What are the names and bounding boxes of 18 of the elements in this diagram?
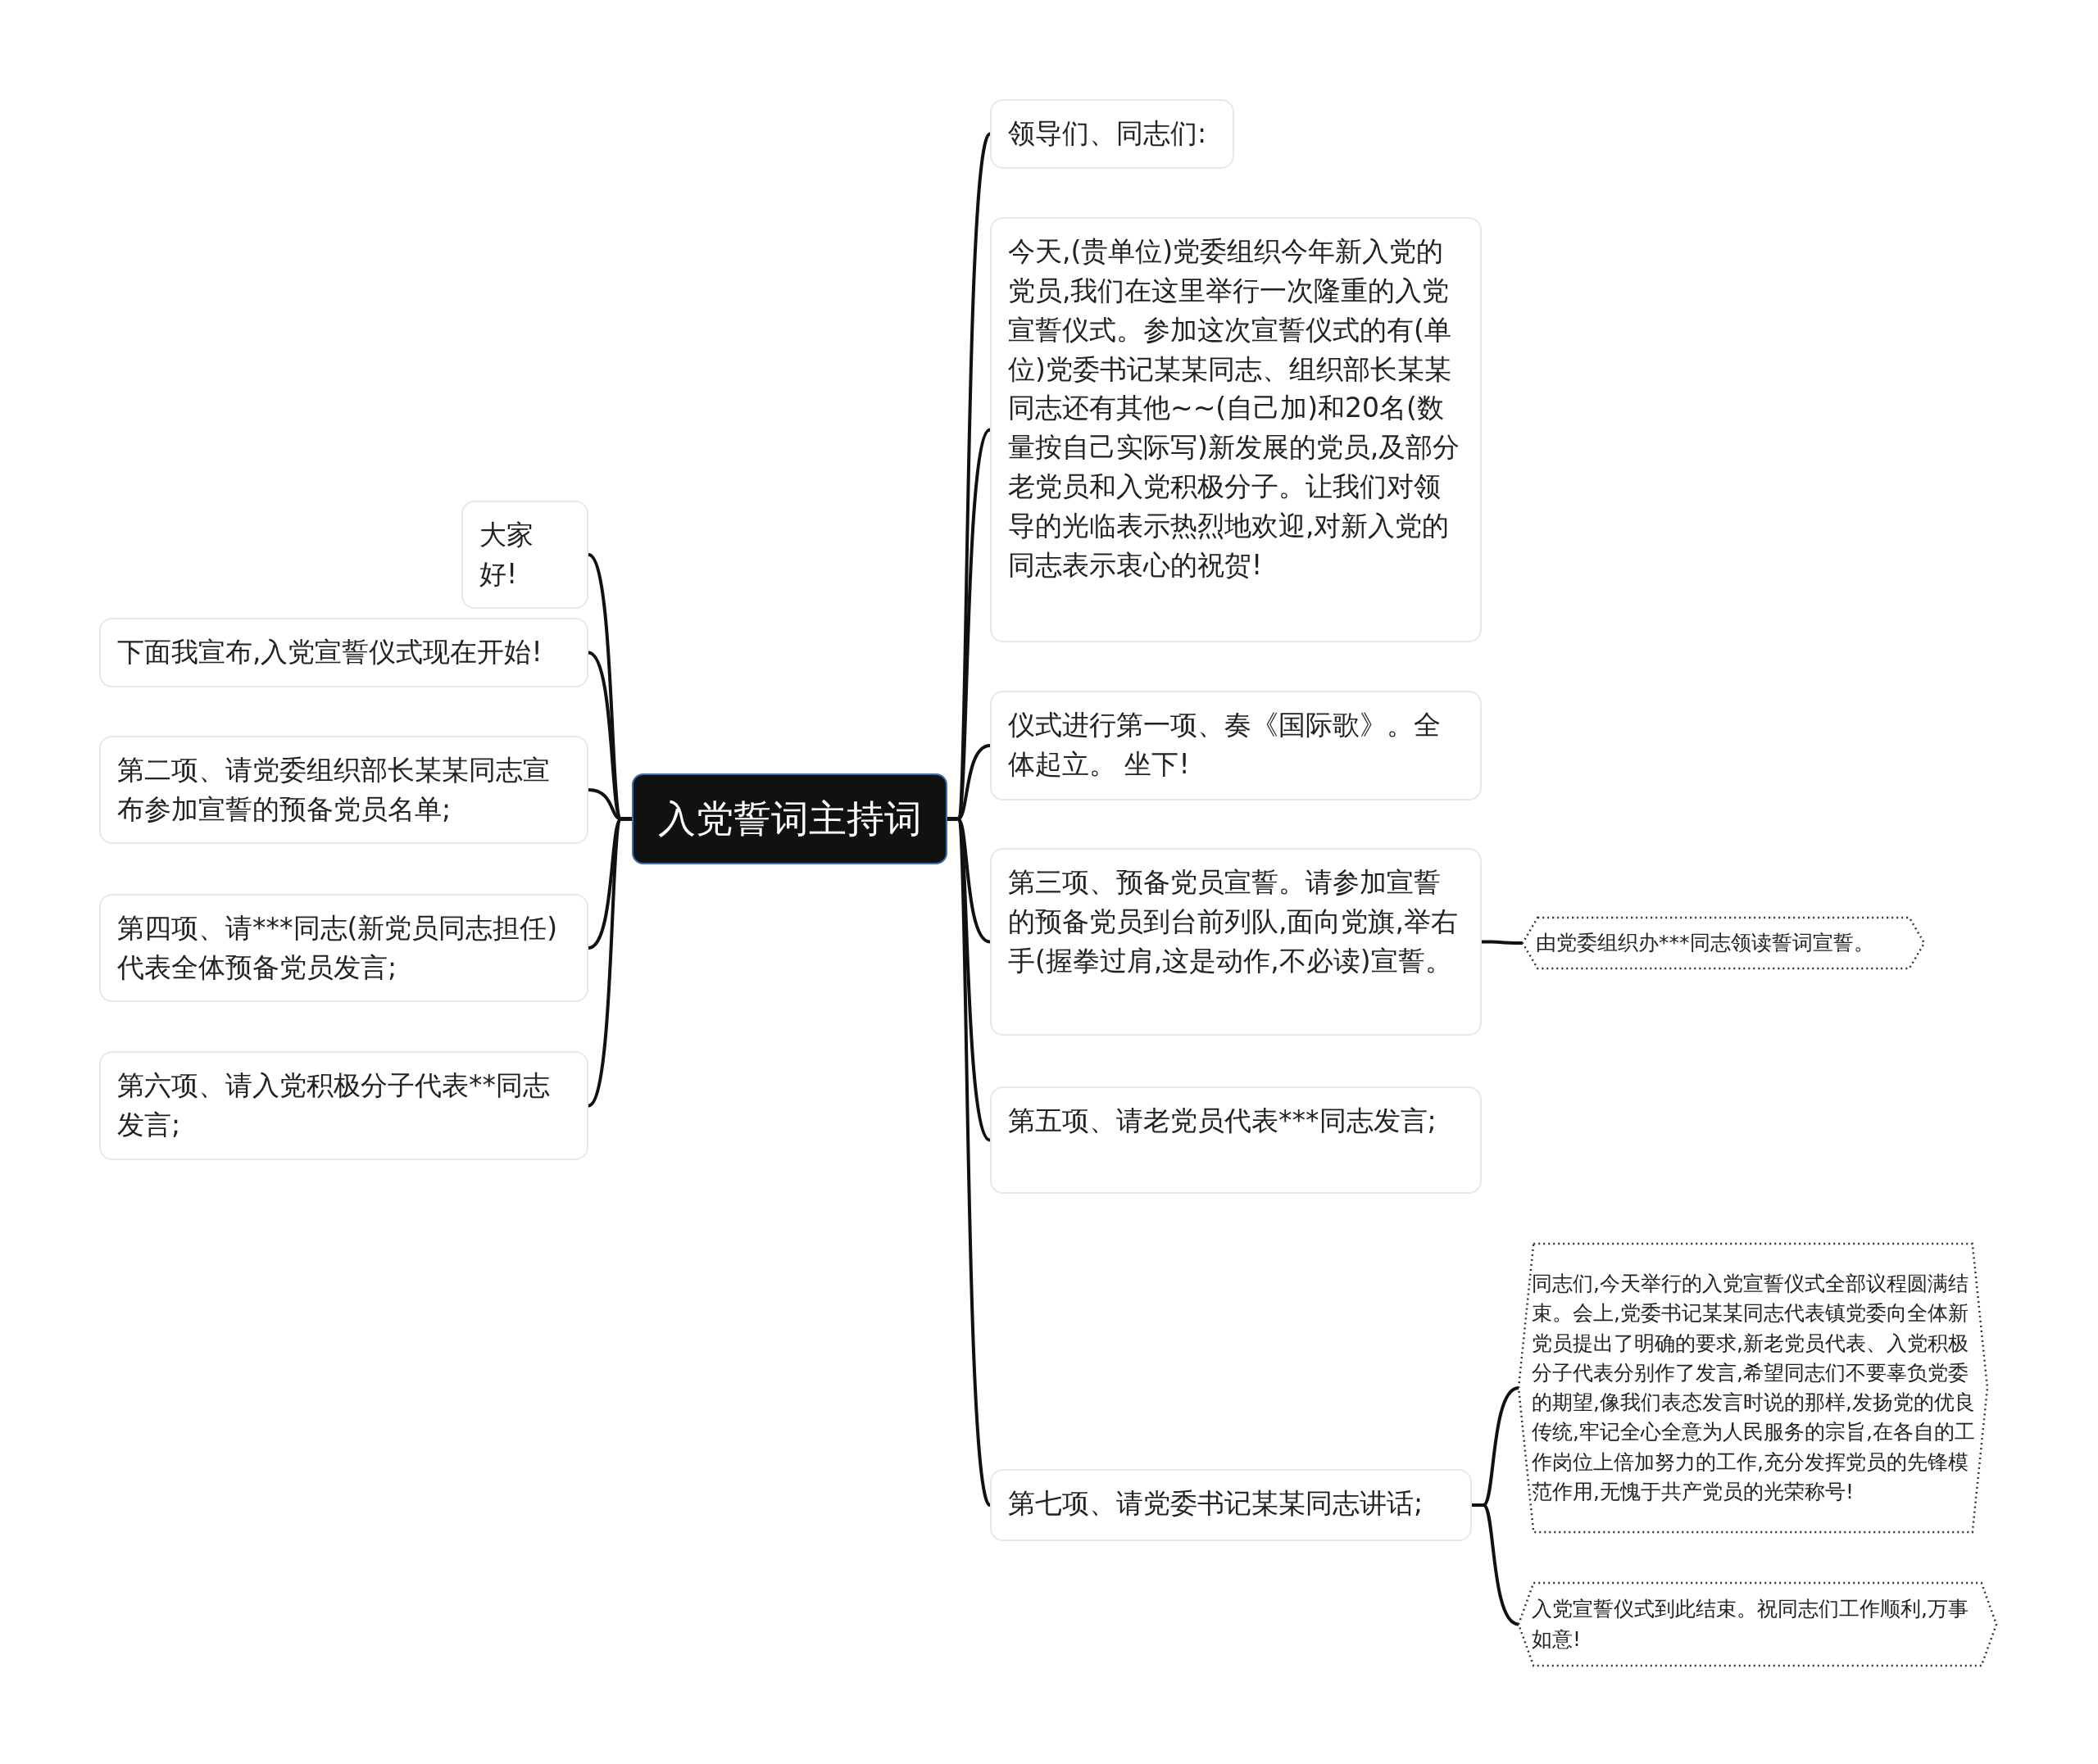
topic-box: 今天,(贵单位)党委组织今年新入党的党员,我们在这里举行一次隆重的入党宣誓仪式。参加这次宣誓仪式的有(单位)党委书记某某同志、组织部长某某同志还有其他~~(自己加)和20名(数量按自己实际写)新发展的党员,及部分老党员和入党积极分子。让我们对领导的光临表示热烈地欢迎,对新入党的同志表示衷心的祝贺! <box>990 217 1482 642</box>
topic-box: 第二项、请党委组织部长某某同志宣布参加宣誓的预备党员名单; <box>99 736 588 844</box>
subtopic-box: 入党宣誓仪式到此结束。祝同志们工作顺利,万事如意! <box>1519 1583 1996 1666</box>
topic-box: 仪式进行第一项、奏《国际歌》。全体起立。 坐下! <box>990 691 1482 800</box>
topic-box: 第四项、请***同志(新党员同志担任)代表全体预备党员发言; <box>99 894 588 1002</box>
connector-line <box>1482 940 1523 945</box>
topic-box: 第七项、请党委书记某某同志讲话; <box>990 1469 1472 1541</box>
connector-line <box>587 817 632 1107</box>
topic-box: 领导们、同志们: <box>990 99 1234 169</box>
subtopic-box: 由党委组织办***同志领读誓词宣誓。 <box>1523 918 1924 968</box>
topic-box: 第三项、预备党员宣誓。请参加宣誓的预备党员到台前列队,面向党旗,举右手(握拳过肩,这是动作,不必读)宣誓。 <box>990 848 1482 1036</box>
subtopic-box: 同志们,今天举行的入党宣誓仪式全部议程圆满结束。会上,党委书记某某同志代表镇党委向全体新党员提出了明确的要求,新老党员代表、入党积极分子代表分别作了发言,希望同志们不要辜负党委的期望,像我们表态发言时说的那样,发扬党的优良传统,牢记全心全意为人民服务的宗旨,在各自的工作岗位上倍加努力的工作,充分发挥党员的先锋模范作用,无愧于共产党员的光荣称号! <box>1519 1244 1987 1532</box>
topic-box: 下面我宣布,入党宣誓仪式现在开始! <box>99 618 588 687</box>
topic-box: 第六项、请入党积极分子代表**同志发言; <box>99 1051 588 1160</box>
central-topic-box: 入党誓词主持词 <box>632 773 947 864</box>
topic-box: 第五项、请老党员代表***同志发言; <box>990 1086 1482 1194</box>
topic-box: 大家好! <box>461 501 588 609</box>
connector-line <box>1472 1503 1519 1626</box>
